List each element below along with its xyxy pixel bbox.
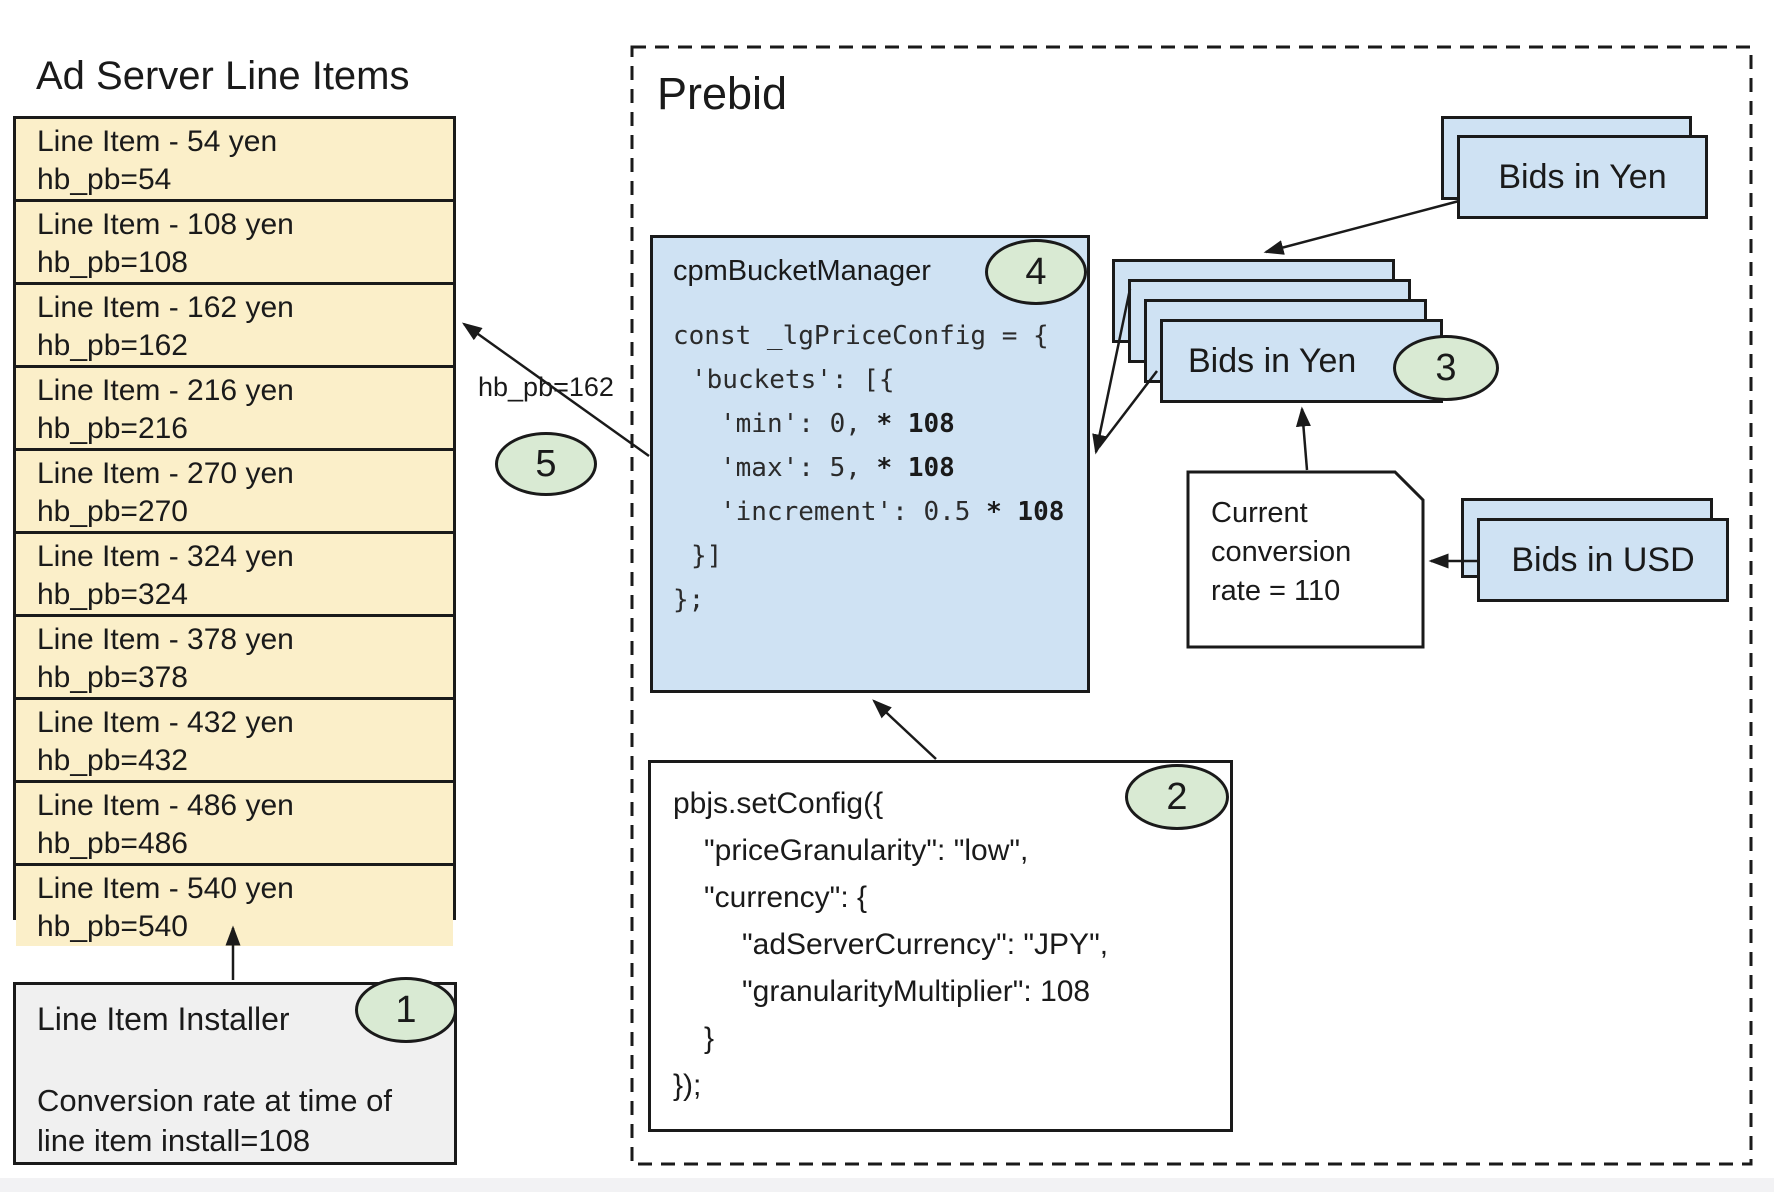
arrow-config-to-bucket — [872, 699, 937, 760]
set-config-code: pbjs.setConfig({ "priceGranularity": "lo… — [673, 780, 1230, 1109]
code-line: }; — [673, 585, 705, 615]
installer-note: Conversion rate at time of line item ins… — [37, 1083, 392, 1158]
step-badge-1: 1 — [355, 977, 457, 1043]
code-line: }] — [691, 541, 723, 571]
step-badge-4: 4 — [985, 239, 1087, 305]
conversion-rate-note: Current conversion rate = 110 — [1211, 497, 1352, 607]
code-line: "priceGranularity": "low", — [704, 834, 1029, 867]
bids-in-yen-stack-label: Bids in Yen — [1188, 341, 1357, 380]
code-line: const _lgPriceConfig = { — [673, 321, 1049, 351]
arrow-note-to-yen-stack — [1295, 406, 1311, 471]
code-line: 'increment': 0.5 * 108 — [720, 497, 1065, 527]
step-badge-5: 5 — [495, 432, 597, 496]
bids-in-yen-card: Bids in Yen — [1457, 135, 1708, 219]
arrow-yen-top-to-stack — [1263, 199, 1460, 255]
prebid-title: Prebid — [657, 68, 788, 119]
code-line: 'buckets': [{ — [691, 365, 895, 395]
code-line: "currency": { — [704, 881, 868, 914]
bids-in-usd-card: Bids in USD — [1477, 518, 1729, 602]
bids-in-yen-label: Bids in Yen — [1498, 157, 1667, 196]
installer-title: Line Item Installer — [37, 1001, 290, 1037]
code-line: }); — [673, 1069, 702, 1102]
code-line: 'max': 5, * 108 — [720, 453, 955, 483]
page-bottom-strip — [0, 1178, 1774, 1192]
price-config-code: const _lgPriceConfig = { 'buckets': [{ '… — [673, 314, 1087, 622]
hb-pb-arrow-label: hb_pb=162 — [478, 372, 614, 402]
step-badge-3: 3 — [1393, 335, 1499, 401]
step-badge-2: 2 — [1125, 764, 1229, 830]
code-line: 'min': 0, * 108 — [720, 409, 955, 439]
ad-server-title: Ad Server Line Items — [36, 54, 410, 98]
code-line: "granularityMultiplier": 108 — [742, 975, 1091, 1008]
bids-in-usd-label: Bids in USD — [1511, 540, 1695, 579]
code-line: } — [704, 1022, 715, 1055]
code-line: "adServerCurrency": "JPY", — [742, 928, 1109, 961]
